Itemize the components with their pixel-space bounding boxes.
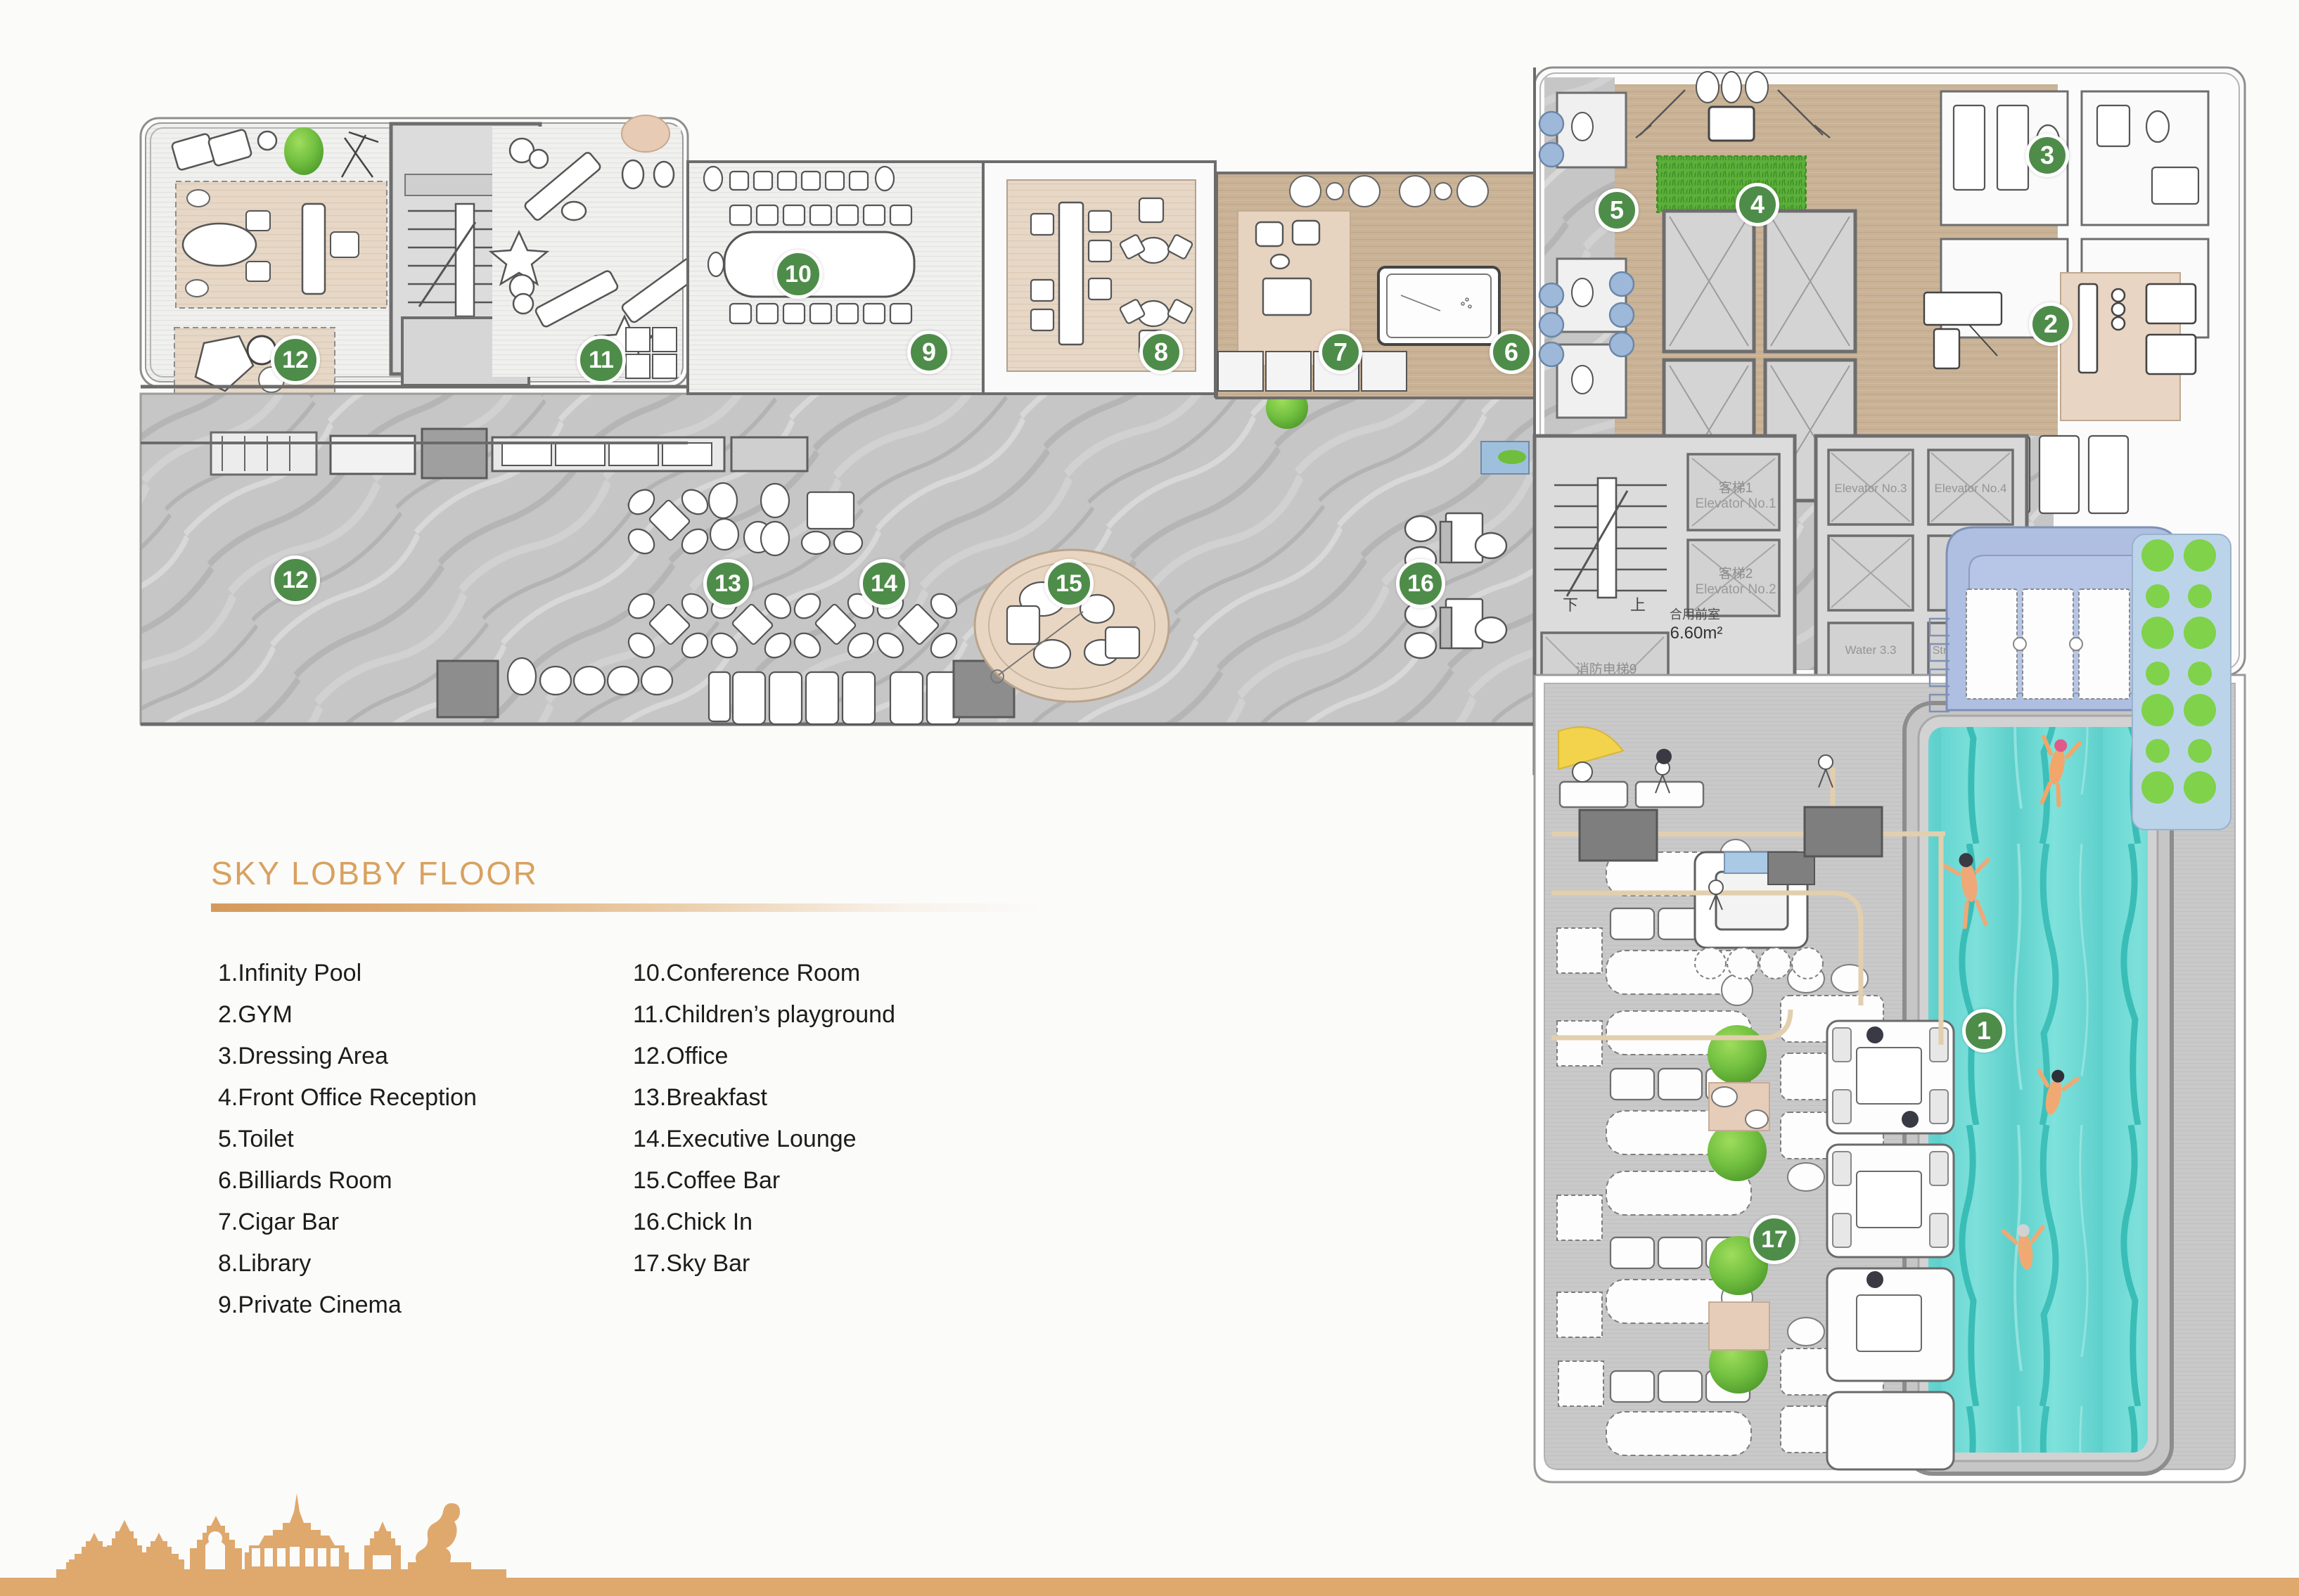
- svg-text:上: 上: [1630, 596, 1646, 614]
- legend-item-4: 4.Front Office Reception: [218, 1084, 477, 1111]
- svg-text:Water 3.3: Water 3.3: [1845, 643, 1896, 657]
- legend-column-right: 10.Conference Room 11.Children’s playgro…: [633, 953, 1055, 1326]
- legend-item-12: 12.Office: [633, 1043, 729, 1069]
- legend-item-10: 10.Conference Room: [633, 960, 861, 986]
- legend-item-15: 15.Coffee Bar: [633, 1167, 781, 1194]
- legend-item-9: 9.Private Cinema: [218, 1292, 402, 1318]
- svg-text:Elevator No.4: Elevator No.4: [1935, 482, 2007, 495]
- map-marker-1[interactable]: 1: [1962, 1009, 2006, 1053]
- map-marker-14[interactable]: 14: [859, 559, 909, 608]
- legend-item-6: 6.Billiards Room: [218, 1167, 392, 1194]
- legend-item-3: 3.Dressing Area: [218, 1043, 388, 1069]
- map-marker-17[interactable]: 17: [1750, 1215, 1799, 1264]
- legend-item-17: 17.Sky Bar: [633, 1250, 750, 1277]
- map-marker-16[interactable]: 16: [1396, 559, 1445, 608]
- svg-text:Elevator No.1: Elevator No.1: [1695, 496, 1776, 511]
- legend-item-8: 8.Library: [218, 1250, 312, 1277]
- svg-text:下: 下: [1563, 596, 1578, 614]
- map-marker-13[interactable]: 13: [703, 559, 753, 608]
- svg-text:合用前室: 合用前室: [1670, 607, 1720, 622]
- map-marker-12-lower[interactable]: 12: [271, 555, 320, 605]
- svg-text:客梯2: 客梯2: [1719, 566, 1753, 581]
- legend-column-left: 1.Infinity Pool 2.GYM 3.Dressing Area 4.…: [211, 953, 633, 1326]
- svg-text:消防电梯9: 消防电梯9: [1576, 662, 1637, 677]
- map-marker-12-upper[interactable]: 12: [271, 335, 320, 385]
- map-marker-10[interactable]: 10: [774, 250, 823, 299]
- map-marker-15[interactable]: 15: [1044, 559, 1094, 608]
- map-marker-6[interactable]: 6: [1490, 330, 1533, 374]
- legend-item-14: 14.Executive Lounge: [633, 1126, 857, 1152]
- legend-item-11: 11.Children’s playground: [633, 1001, 895, 1028]
- svg-text:客梯1: 客梯1: [1719, 480, 1753, 496]
- legend-item-16: 16.Chick In: [633, 1209, 753, 1235]
- legend-panel: SKY LOBBY FLOOR 1.Infinity Pool 2.GYM 3.…: [211, 854, 1055, 1326]
- title-underline-rule: [211, 903, 1044, 912]
- legend-item-5: 5.Toilet: [218, 1126, 294, 1152]
- svg-text:Elevator No.3: Elevator No.3: [1835, 482, 1907, 495]
- map-marker-11[interactable]: 11: [577, 335, 626, 385]
- legend-item-7: 7.Cigar Bar: [218, 1209, 339, 1235]
- map-marker-5[interactable]: 5: [1595, 188, 1639, 232]
- legend-item-2: 2.GYM: [218, 1001, 293, 1028]
- svg-text:Elevator No.2: Elevator No.2: [1695, 582, 1776, 597]
- svg-text:6.60m²: 6.60m²: [1670, 624, 1723, 643]
- map-marker-3[interactable]: 3: [2025, 134, 2069, 177]
- cambodia-landmarks-silhouette-icon: [56, 1493, 506, 1579]
- map-marker-4[interactable]: 4: [1736, 183, 1779, 226]
- legend-columns: 1.Infinity Pool 2.GYM 3.Dressing Area 4.…: [211, 953, 1055, 1326]
- footer-band: [0, 1578, 2299, 1596]
- page-title: SKY LOBBY FLOOR: [211, 855, 539, 892]
- map-marker-2[interactable]: 2: [2029, 302, 2073, 346]
- legend-item-1: 1.Infinity Pool: [218, 960, 362, 986]
- map-marker-8[interactable]: 8: [1139, 330, 1183, 374]
- map-marker-7[interactable]: 7: [1319, 330, 1362, 374]
- map-marker-9[interactable]: 9: [907, 330, 951, 374]
- legend-item-13: 13.Breakfast: [633, 1084, 767, 1111]
